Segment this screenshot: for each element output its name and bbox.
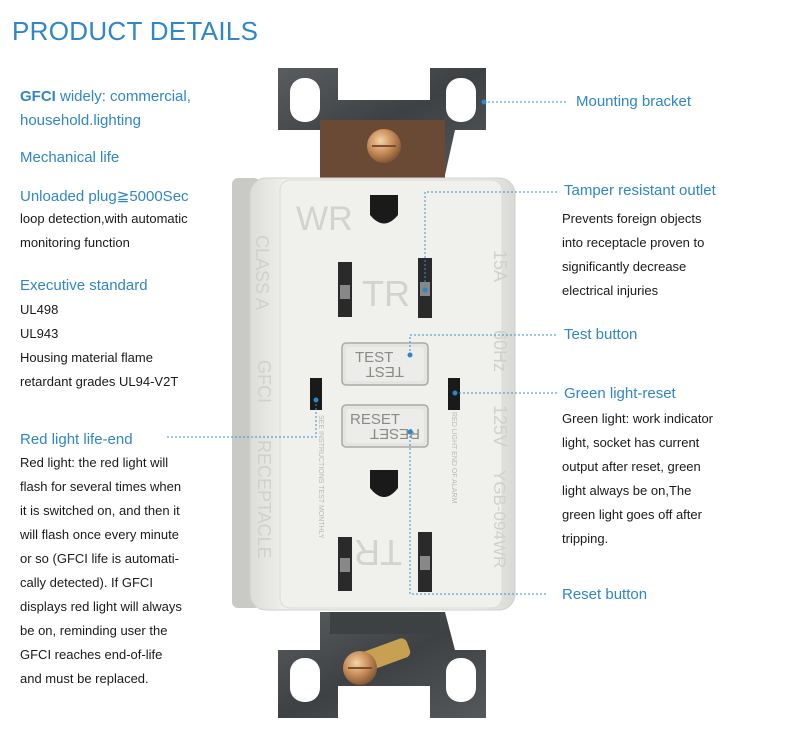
test-button-label: Test button	[564, 326, 638, 343]
standards-list: UL498 UL943 Housing material flame retar…	[20, 298, 178, 394]
loop-detection-line: monitoring function	[20, 235, 130, 250]
volt-rating: 125V	[490, 405, 510, 447]
tamper-resistant-heading: Tamper resistant outlet	[564, 182, 716, 199]
tr-marking-top: TR	[362, 273, 410, 314]
green-light-line: output after reset, green	[562, 459, 701, 474]
page-title: PRODUCT DETAILS	[12, 16, 259, 46]
red-light-line: it is switched on, and then it	[20, 503, 180, 518]
receptacle-marking: RECEPTACLE	[254, 440, 274, 559]
instructions-small-text: SEE INSTRUCTIONS TEST MONTHLY	[317, 415, 324, 539]
red-light-line: GFCI reaches end-of-life	[20, 647, 163, 662]
tamper-line: significantly decrease	[562, 259, 687, 274]
red-light-heading: Red light life-end	[20, 431, 133, 448]
red-light-line: Red light: the red light will	[20, 455, 169, 470]
gfci-marking: GFCI	[254, 360, 274, 403]
red-light-line: displays red light will always	[20, 599, 182, 614]
unloaded-plug-heading: Unloaded plug≧5000Sec	[20, 188, 189, 205]
amp-rating: 15A	[490, 250, 510, 282]
alarm-small-text: RED LIGHT END OF ALARM	[450, 412, 457, 503]
test-button-text: TEST	[355, 349, 393, 366]
tamper-line: electrical injuries	[562, 283, 659, 298]
class-a-marking: CLASS A	[252, 235, 272, 310]
red-light-line: or so (GFCI life is automati-	[20, 551, 179, 566]
tamper-line: into receptacle proven to	[562, 235, 705, 250]
green-light-line: Green light: work indicator	[562, 411, 714, 426]
tamper-line: Prevents foreign objects	[562, 211, 702, 226]
green-light-line: light, socket has current	[562, 435, 700, 450]
wr-marking: WR	[296, 200, 353, 238]
mounting-bracket-label: Mounting bracket	[576, 93, 692, 110]
green-light-line: tripping.	[562, 531, 609, 546]
gfci-usage-line1: widely: commercial,	[55, 88, 191, 105]
standard-item: retardant grades UL94-V2T	[20, 374, 179, 389]
test-button-text-inverted: TEST	[366, 363, 404, 380]
reset-button[interactable]: RESET RESET	[341, 404, 429, 448]
top-mounting-bracket	[278, 68, 486, 180]
green-light-heading: Green light-reset	[564, 385, 676, 402]
executive-standard-heading: Executive standard	[20, 277, 148, 294]
red-light-text: Red light: the red light will flash for …	[20, 451, 182, 691]
green-light-line: green light goes off after	[562, 507, 702, 522]
gfci-usage-heading: GFCI widely: commercial,	[20, 88, 191, 105]
callout-leaders	[166, 99, 568, 595]
gfci-usage-line2: household.lighting	[20, 112, 141, 129]
tamper-resistant-text: Prevents foreign objects into receptacle…	[562, 207, 704, 303]
loop-detection-line: loop detection,with automatic	[20, 211, 188, 226]
reset-button-label: Reset button	[562, 586, 648, 603]
red-light-line: cally detected). If GFCI	[20, 575, 153, 590]
red-indicator-light	[310, 378, 322, 410]
model-number: YGB-094WR	[490, 470, 509, 568]
red-light-line: and must be replaced.	[20, 671, 149, 686]
standard-item: UL943	[20, 326, 59, 341]
standard-item: Housing material flame	[20, 350, 153, 365]
red-light-line: will flash once every minute	[20, 527, 179, 542]
gfci-keyword: GFCI	[20, 88, 56, 105]
ground-hole-top	[370, 195, 398, 224]
bottom-terminal-screw	[343, 638, 411, 685]
green-light-text: Green light: work indicator light, socke…	[562, 407, 713, 551]
red-light-line: be on, reminding user the	[20, 623, 168, 638]
tr-marking-bottom: TR	[354, 532, 402, 573]
ground-hole-bottom	[370, 470, 398, 497]
green-light-line: light always be on,The	[562, 483, 692, 498]
test-button[interactable]: TEST TEST	[341, 342, 429, 386]
red-light-line: flash for several times when	[20, 479, 182, 494]
standard-item: UL498	[20, 302, 59, 317]
hz-rating: 60Hz	[490, 330, 510, 372]
loop-detection-text: loop detection,with automatic monitoring…	[20, 207, 188, 255]
reset-button-text: RESET	[350, 411, 400, 428]
mechanical-life-heading: Mechanical life	[20, 149, 120, 166]
reset-button-text-inverted: RESET	[370, 425, 420, 442]
